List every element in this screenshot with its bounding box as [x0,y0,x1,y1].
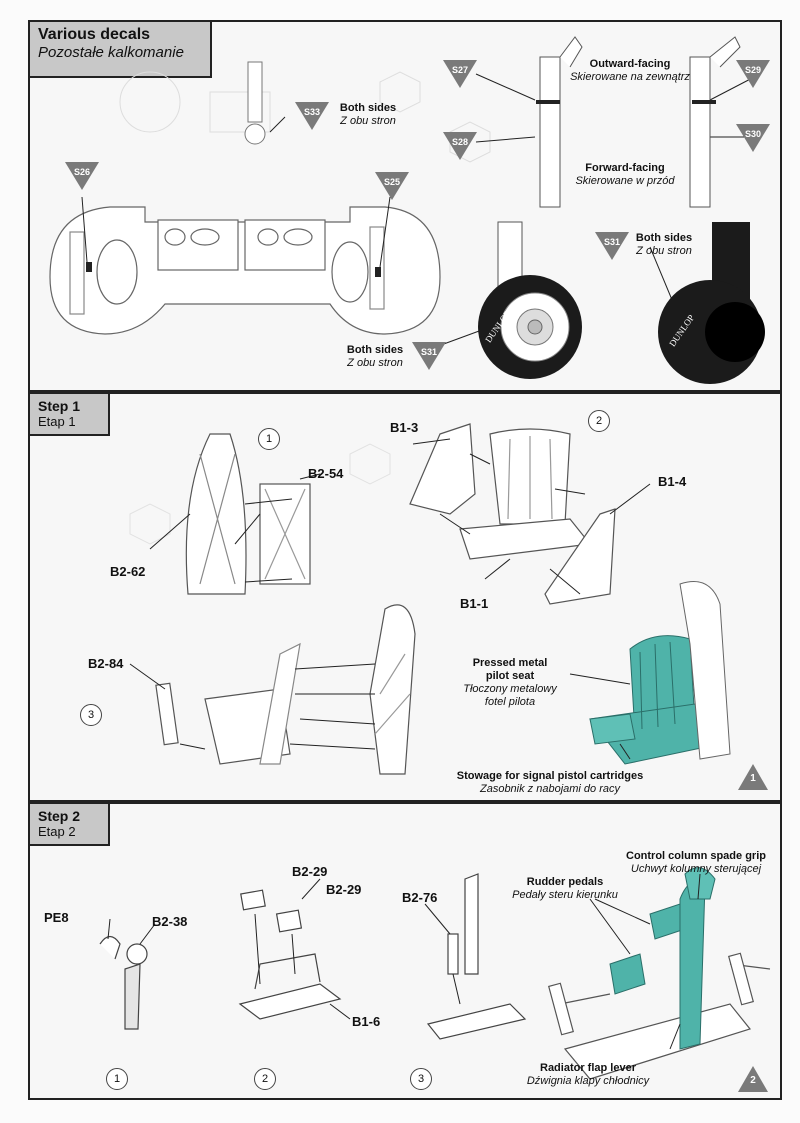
part-b2-38: B2-38 [152,914,188,929]
step2-subtitle: Etap 2 [38,824,76,839]
step2-title: Step 2 [38,808,81,824]
substep-1-2: 2 [588,410,610,432]
callout-signal-pistol-stowage: Stowage for signal pistol cartridges Zas… [456,770,644,795]
various-decals-title: Various decals [38,26,151,43]
decal-marker-s29: S29 [736,60,770,90]
callout-radiator-flap: Radiator flap lever Dźwignia klapy chłod… [526,1062,650,1087]
various-decals-subtitle: Pozostałe kalkomanie [38,44,184,61]
part-b2-62: B2-62 [110,564,146,579]
callout-pressed-metal-seat: Pressed metal pilot seat Tłoczony metalo… [463,657,557,708]
part-b1-3: B1-3 [390,420,419,435]
decals-illustration: DUNLOP DUNLOP [49,36,765,384]
step2-header: Step 2 Etap 2 [30,804,110,846]
decal-marker-s28: S28 [443,132,477,162]
part-pe8: PE8 [44,910,69,925]
part-b1-4: B1-4 [658,474,687,489]
step1-header: Step 1 Etap 1 [30,394,110,436]
substep-2-2: 2 [254,1068,276,1090]
various-decals-panel: Various decals Pozostałe kalkomanie [28,20,782,392]
decal-marker-s30: S30 [736,124,770,154]
part-b2-29-b: B2-29 [326,882,362,897]
substep-1-1: 1 [258,428,280,450]
decal-marker-s25: S25 [375,172,409,202]
step1-badge: 1 [738,764,768,790]
step1-title: Step 1 [38,398,81,414]
decal-marker-s31-a: S31 [595,232,629,262]
decal-marker-s27: S27 [443,60,477,90]
step1-illustration [129,423,731,775]
substep-2-3: 3 [410,1068,432,1090]
label-both-sides-right: Both sides Z obu stron [635,232,693,257]
label-outward-facing: Outward-facing Skierowane na zewnątrz [570,58,690,83]
step2-illustration [99,867,771,1080]
label-both-sides-bottom: Both sides Z obu stron [346,344,404,369]
part-b1-1: B1-1 [460,596,489,611]
label-both-sides-top: Both sides Z obu stron [339,102,397,127]
callout-spade-grip: Control column spade grip Uchwyt kolumny… [626,850,766,875]
step1-panel: Step 1 Etap 1 [28,392,782,802]
label-forward-facing: Forward-facing Skierowane w przód [575,162,675,187]
step2-badge: 2 [738,1066,768,1092]
step2-panel: Step 2 Etap 2 [28,802,782,1100]
substep-2-1: 1 [106,1068,128,1090]
substep-1-3: 3 [80,704,102,726]
part-b1-6: B1-6 [352,1014,381,1029]
part-b2-54: B2-54 [308,466,344,481]
part-b2-84: B2-84 [88,656,124,671]
decal-marker-s31-b: S31 [412,342,446,372]
callout-rudder-pedals: Rudder pedals Pedały steru kierunku [512,876,618,901]
various-decals-header: Various decals Pozostałe kalkomanie [30,22,212,78]
decal-marker-s33: S33 [295,102,329,132]
part-b2-29-a: B2-29 [292,864,328,879]
step1-subtitle: Etap 1 [38,414,76,429]
decal-marker-s26: S26 [65,162,99,192]
part-b2-76: B2-76 [402,890,438,905]
